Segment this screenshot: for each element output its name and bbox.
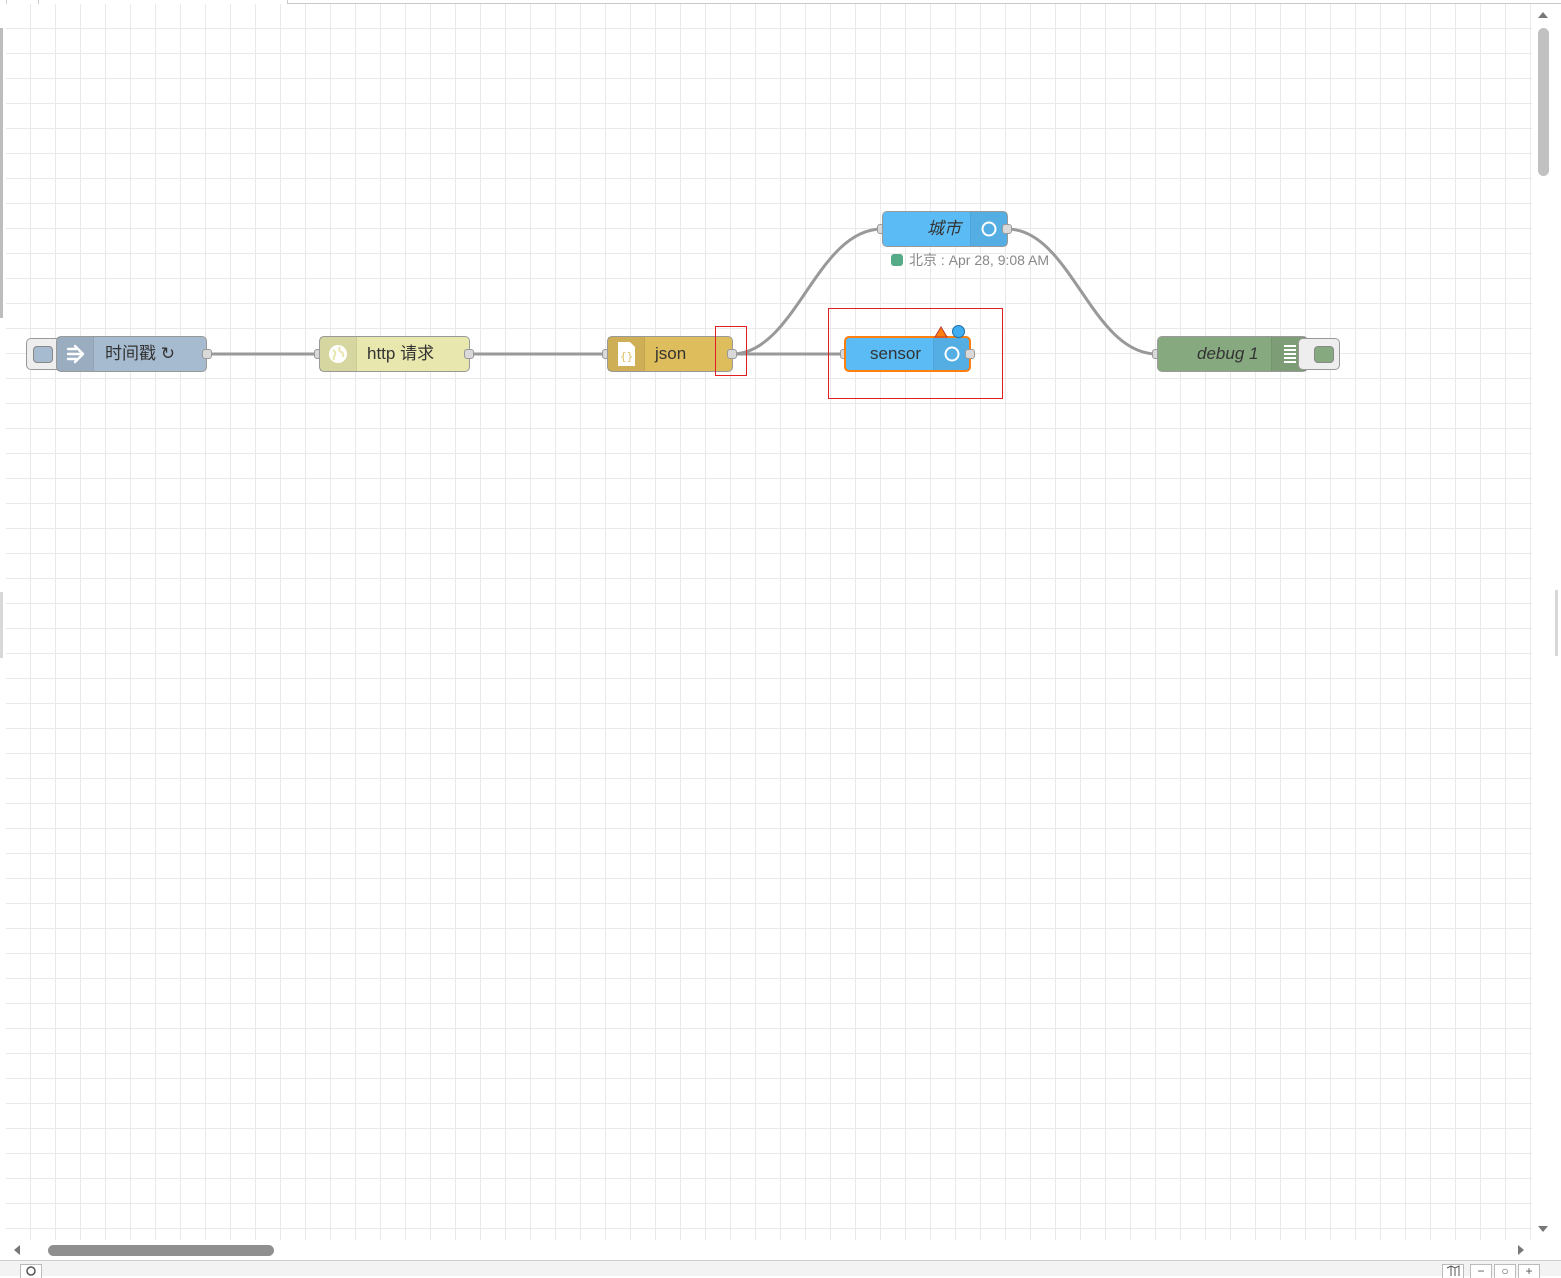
blue-dot-icon [952,325,965,338]
workspace-footer: − ○ + [0,1260,1561,1278]
zoom-out-button[interactable]: − [1470,1264,1492,1278]
tab-strip-border [287,3,1561,4]
city-output-port[interactable] [1002,224,1012,234]
tab-strip [0,0,1561,4]
scroll-up-icon[interactable] [1538,12,1548,18]
inject-node[interactable]: 时间戳 ↻ [56,336,207,372]
zoom-in-button[interactable]: + [1518,1264,1540,1278]
svg-text:{}: {} [620,350,633,363]
json-braces-icon: {} [608,337,644,371]
json-output-port[interactable] [727,349,737,359]
json-output-highlight [715,326,747,376]
inject-node-label: 时间戳 ↻ [105,344,175,363]
zoom-out-label: − [1477,1264,1485,1278]
flow-canvas[interactable]: 时间戳 ↻ http 请求 {} json 城市 北京 : Apr 28, 9:… [6,4,1532,1240]
zoom-reset-label: ○ [1501,1264,1509,1278]
map-icon[interactable] [1442,1264,1464,1278]
city-node[interactable]: 城市 [882,211,1008,247]
workspace-tab[interactable] [38,0,288,4]
palette-resize-handle[interactable] [0,592,3,658]
wire-json-city[interactable] [731,227,883,356]
horizontal-scroll-thumb[interactable] [48,1245,274,1256]
city-node-label: 城市 [927,219,961,238]
json-node-label: json [655,344,687,363]
status-dot [891,254,903,266]
search-icon[interactable] [20,1264,42,1278]
vertical-scroll-thumb[interactable] [1538,28,1549,176]
sensor-node[interactable]: sensor [844,336,971,372]
debug-node-label: debug 1 [1197,344,1259,363]
http-node-label: http 请求 [367,344,435,363]
vertical-scrollbar[interactable] [1532,4,1561,1240]
sidebar-resize-handle[interactable] [1555,590,1558,656]
zoom-in-label: + [1525,1264,1533,1278]
sensor-node-highlight [828,308,1003,399]
wire-layer [207,227,1158,356]
zoom-reset-button[interactable]: ○ [1494,1264,1516,1278]
city-node-status: 北京 : Apr 28, 9:08 AM [891,250,1049,270]
scroll-left-icon[interactable] [14,1245,20,1255]
debug-node[interactable]: debug 1 [1157,336,1308,372]
inject-output-port[interactable] [202,349,212,359]
debug-toggle-button[interactable] [1298,338,1340,370]
inject-button-face[interactable] [33,346,53,363]
scroll-right-icon[interactable] [1518,1245,1524,1255]
sensor-output-port[interactable] [965,349,975,359]
warning-triangle-icon [934,326,948,338]
wire-city-debug[interactable] [1006,227,1158,356]
circle-icon [971,212,1007,246]
debug-toggle-face[interactable] [1314,346,1334,363]
arrow-right-icon [57,337,93,371]
sensor-node-label: sensor [870,344,922,363]
globe-icon [320,337,356,371]
circle-icon [934,338,969,370]
json-node[interactable]: {} json [607,336,733,372]
http-request-node[interactable]: http 请求 [319,336,470,372]
scroll-down-icon[interactable] [1538,1226,1548,1232]
palette-scroll-handle[interactable] [0,28,3,318]
horizontal-scrollbar[interactable] [6,1240,1532,1260]
http-output-port[interactable] [464,349,474,359]
city-status-text: 北京 : Apr 28, 9:08 AM [909,252,1050,268]
